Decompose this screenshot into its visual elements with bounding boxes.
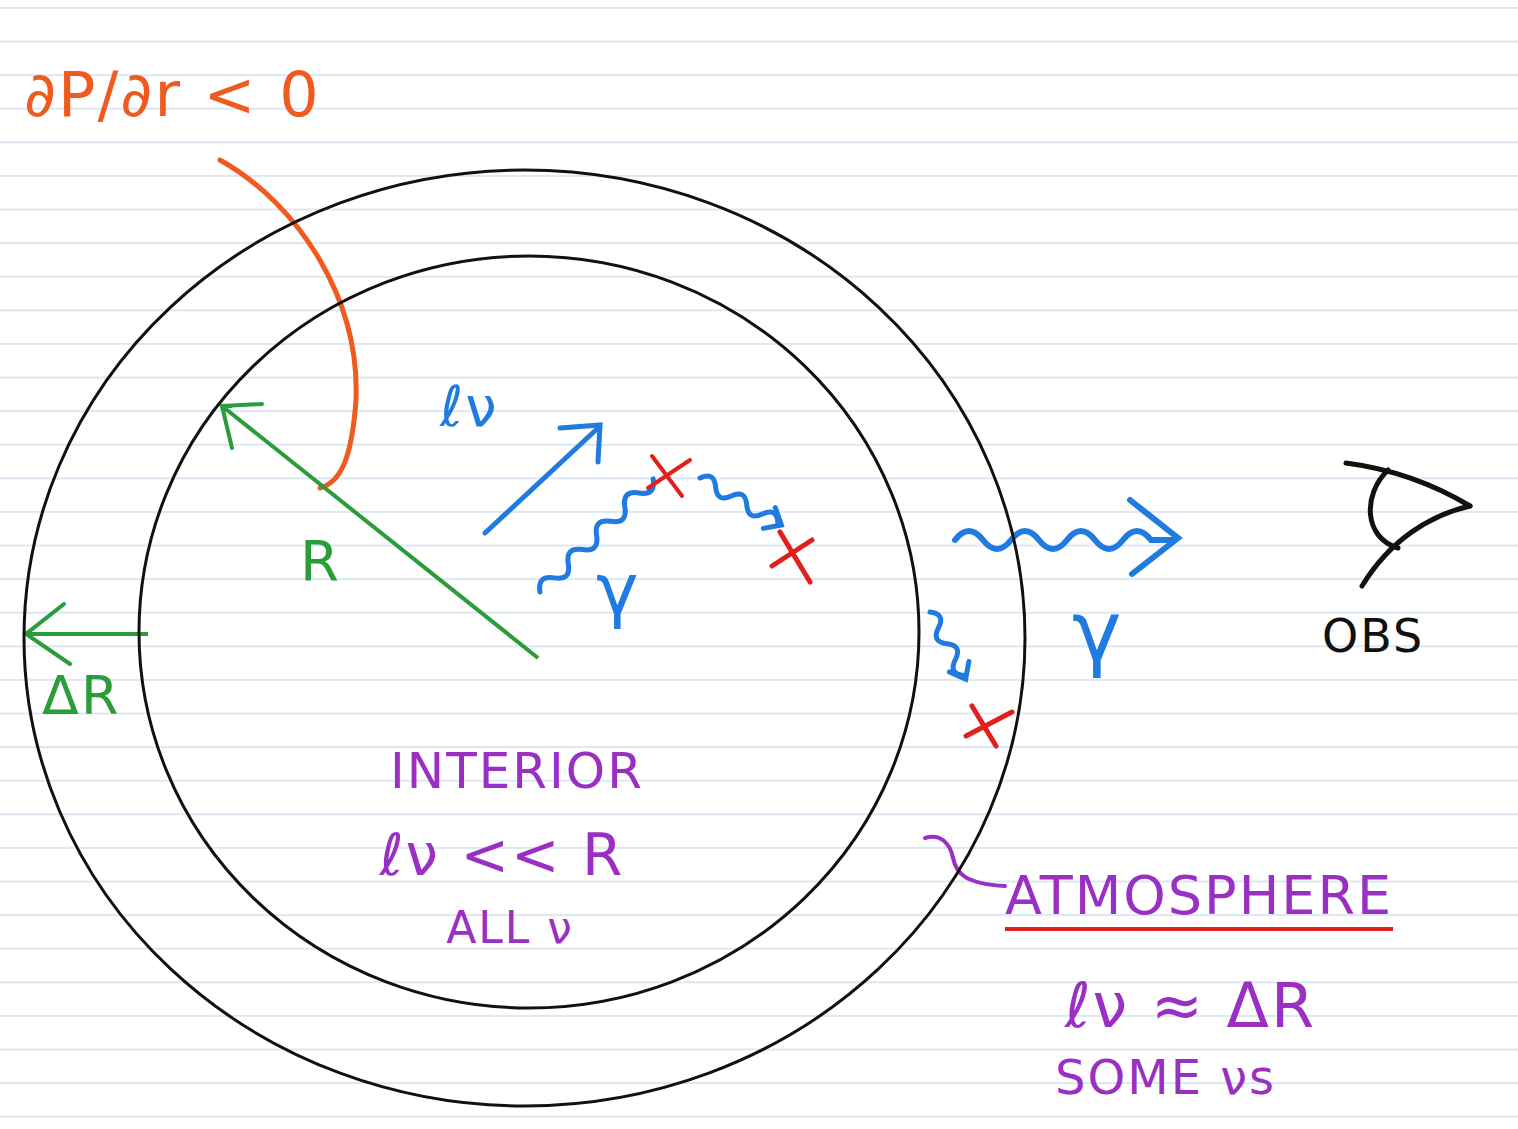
region-heading: ATMOSPHERE: [1005, 868, 1393, 931]
region-note: ℓν << R: [380, 825, 625, 886]
radius-arrowhead: [222, 404, 262, 448]
leader-line: [220, 160, 356, 488]
radius-label: R: [300, 532, 341, 591]
shell-width-arrow: [26, 632, 148, 636]
region-heading: INTERIOR: [390, 745, 644, 798]
photon-path: [694, 468, 787, 536]
circle-outline: [22, 168, 1027, 1108]
region-note: ℓν ≈ ΔR: [1065, 973, 1316, 1038]
escaping-photon-arrowhead: [1130, 500, 1178, 574]
mean-free-path-arrow: [485, 428, 598, 533]
escaping-photon: [955, 531, 1172, 549]
mean-free-path-label: ℓν: [440, 378, 498, 437]
photon-label: γ: [596, 552, 641, 628]
photon-path: [920, 607, 975, 684]
observer-eye: [1346, 463, 1470, 586]
absorption-mark: [966, 706, 1012, 746]
region-note: SOME νs: [1055, 1052, 1276, 1102]
gradient-condition: ∂P/∂r < 0: [24, 62, 321, 127]
shell-width-label: ΔR: [42, 668, 120, 725]
shell-width-arrowhead: [26, 604, 70, 664]
radius-arrow: [222, 406, 538, 658]
observer-label: OBS: [1322, 612, 1424, 660]
region-note: ALL ν: [446, 905, 574, 951]
mean-free-path-arrowhead: [560, 425, 600, 462]
circle-outline: [137, 254, 921, 1010]
interior-core: INTERIOR ℓν << R ALL ν: [137, 254, 921, 1010]
atmosphere-shell: ATMOSPHEREℓν ≈ ΔRSOME νsINTERIORℓν << RA…: [22, 168, 1027, 1108]
photon-label: γ: [1072, 588, 1124, 676]
absorption-mark: [648, 456, 690, 496]
absorption-mark: [772, 532, 812, 582]
